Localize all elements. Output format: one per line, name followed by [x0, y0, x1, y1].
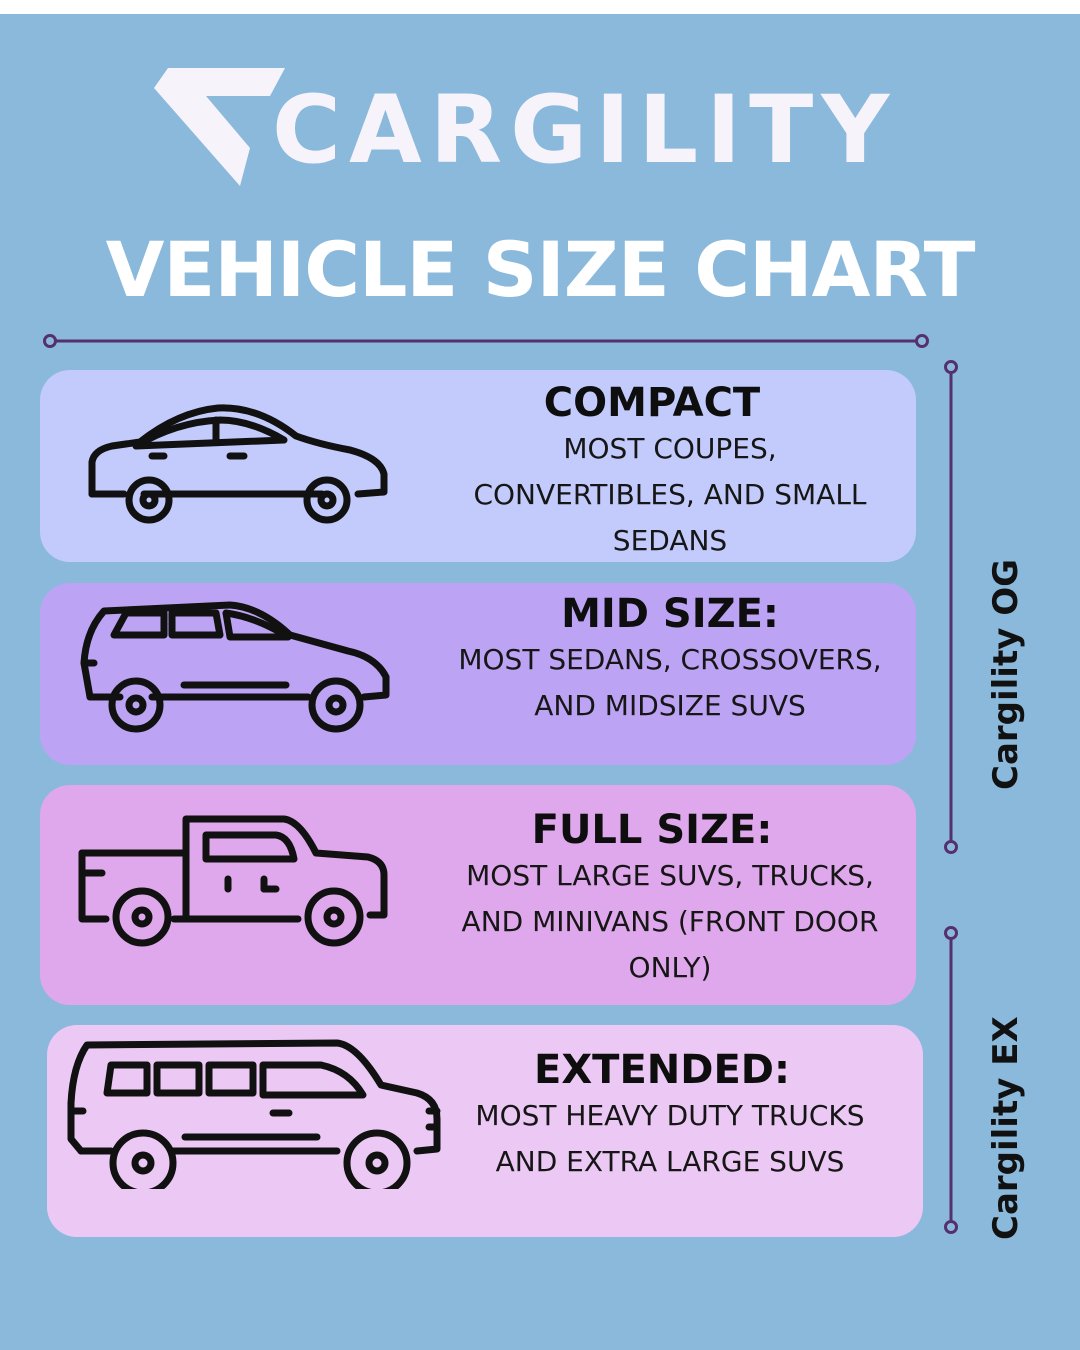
card-description-line: ONLY) — [628, 951, 712, 984]
page-title: VEHICLE SIZE CHART — [105, 225, 976, 314]
card-heading: COMPACT — [543, 380, 761, 426]
brand-name: CARGILITY — [272, 76, 898, 185]
card-description-line: AND MIDSIZE SUVS — [534, 689, 806, 722]
coupe-car-icon — [88, 404, 388, 524]
card-description-line: MOST SEDANS, CROSSOVERS, — [458, 643, 882, 676]
card-extended: EXTENDED: MOST HEAVY DUTY TRUCKS AND EXT… — [47, 1025, 923, 1237]
cargility-logo: CARGILITY — [150, 62, 910, 197]
card-heading: FULL SIZE: — [531, 807, 773, 853]
logo-mark-icon — [154, 68, 285, 186]
side-label-ex: Cargility EX — [986, 1016, 1026, 1240]
card-description-line: SEDANS — [612, 524, 728, 557]
card-description-line: AND MINIVANS (FRONT DOOR — [461, 905, 879, 938]
card-heading: MID SIZE: — [561, 591, 779, 637]
large-suv-icon — [67, 1039, 441, 1189]
side-label-og: Cargility OG — [986, 558, 1026, 790]
card-description-line: MOST HEAVY DUTY TRUCKS — [475, 1099, 865, 1132]
pickup-truck-icon — [78, 815, 388, 947]
card-heading: EXTENDED: — [534, 1047, 790, 1093]
card-description-line: MOST LARGE SUVS, TRUCKS, — [466, 859, 874, 892]
card-full-size: FULL SIZE: MOST LARGE SUVS, TRUCKS, AND … — [40, 785, 916, 1005]
card-description-line: AND EXTRA LARGE SUVS — [495, 1145, 845, 1178]
suv-car-icon — [80, 601, 390, 733]
card-description-line: CONVERTIBLES, AND SMALL — [473, 478, 867, 511]
card-description-line: MOST COUPES, — [563, 432, 777, 465]
card-compact: COMPACT MOST COUPES, CONVERTIBLES, AND S… — [40, 370, 916, 562]
card-mid-size: MID SIZE: MOST SEDANS, CROSSOVERS, AND M… — [40, 583, 916, 765]
top-strip — [0, 0, 1080, 14]
